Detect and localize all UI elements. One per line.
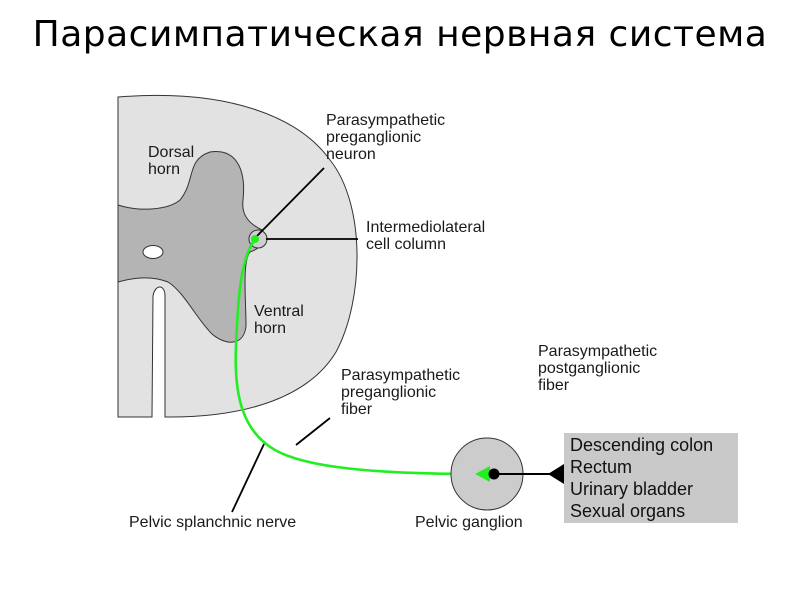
label-preganglionic-neuron-line3: neuron — [326, 146, 376, 163]
label-preganglionic-fiber-line3: fiber — [341, 401, 373, 418]
preganglionic-fiber-path — [234, 238, 483, 476]
fiber-pointer-line — [295, 417, 331, 446]
label-preganglionic-neuron-line1: Parasympathetic — [326, 112, 446, 129]
label-dorsal-horn: Dorsal horn — [148, 144, 194, 178]
slide-title: Парасимпатическая нервная система — [32, 14, 768, 55]
target-organs-box: Descending colon Rectum Urinary bladder … — [564, 433, 738, 523]
central-canal — [142, 245, 164, 259]
label-preganglionic-neuron: Parasympathetic preganglionic neuron — [326, 112, 566, 163]
fiber-arrowhead — [475, 466, 490, 482]
nerve-pointer-line — [231, 443, 265, 513]
label-intermediolateral-line1: Intermediolateral — [366, 219, 486, 236]
label-ventral-horn-line2: horn — [254, 320, 287, 337]
label-preganglionic-fiber-line2: preganglionic — [341, 384, 437, 401]
label-dorsal-horn-line1: Dorsal — [148, 144, 195, 161]
preganglionic-neuron-body — [251, 235, 259, 243]
label-ventral-horn-line1: Ventral — [254, 303, 304, 320]
label-postganglionic-fiber-line2: postganglionic — [538, 360, 641, 377]
label-postganglionic-fiber: Parasympathetic postganglionic fiber — [538, 343, 778, 394]
label-intermediolateral-line2: cell column — [366, 236, 447, 253]
target-organ-item: Sexual organs — [570, 501, 686, 521]
label-intermediolateral: Intermediolateral cell column — [366, 219, 606, 253]
label-pelvic-splanchnic-nerve-text: Pelvic splanchnic nerve — [129, 514, 297, 531]
label-pelvic-ganglion: Pelvic ganglion — [415, 514, 523, 531]
label-dorsal-horn-line2: horn — [148, 161, 181, 178]
postganglionic-arrowhead — [548, 464, 564, 484]
target-organ-item: Urinary bladder — [570, 479, 694, 499]
label-postganglionic-fiber-line3: fiber — [538, 377, 570, 394]
label-pelvic-ganglion-text: Pelvic ganglion — [415, 514, 523, 531]
label-ventral-horn: Ventral horn — [254, 303, 304, 337]
target-organ-item: Descending colon — [570, 435, 714, 455]
neuron-pointer-line — [254, 167, 325, 239]
label-pelvic-splanchnic-nerve: Pelvic splanchnic nerve — [129, 514, 296, 531]
target-organ-item: Rectum — [570, 457, 633, 477]
label-preganglionic-neuron-line2: preganglionic — [326, 129, 422, 146]
label-preganglionic-fiber-line1: Parasympathetic — [341, 367, 461, 384]
label-postganglionic-fiber-line1: Parasympathetic — [538, 343, 658, 360]
label-preganglionic-fiber: Parasympathetic preganglionic fiber — [341, 367, 581, 418]
